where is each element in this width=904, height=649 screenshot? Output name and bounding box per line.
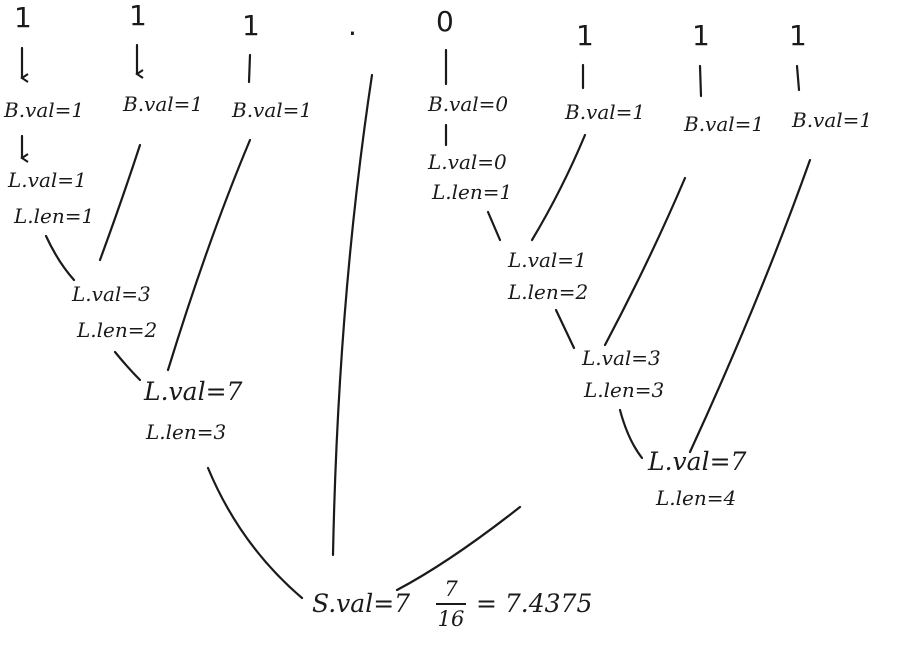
root-result: = 7.4375: [476, 589, 593, 618]
node-b-val-6: B.val=1: [684, 112, 765, 136]
edge-point-s: [331, 73, 374, 557]
edge-l5-l6: [554, 308, 576, 350]
edge-l1-l2: [44, 234, 76, 282]
input-bit-7: 1: [789, 19, 807, 52]
node-l2-val: L.val=3: [72, 282, 151, 306]
node-b-val-7: B.val=1: [792, 108, 873, 132]
node-l7-len: L.len=4: [656, 486, 737, 510]
node-l7-val: L.val=7: [648, 447, 747, 476]
node-l4-val: L.val=0: [428, 150, 507, 174]
node-l3-len: L.len=3: [146, 420, 227, 444]
node-b-val-4: B.val=0: [428, 92, 509, 116]
node-b-val-2: B.val=1: [123, 92, 204, 116]
root-fraction-numerator: 7: [444, 577, 458, 601]
root-fraction-bar: [436, 603, 466, 605]
edge-l6-l7: [618, 408, 644, 460]
node-l5-len: L.len=2: [508, 280, 589, 304]
root-fraction-denominator: 16: [437, 607, 465, 631]
node-l2-len: L.len=2: [77, 318, 158, 342]
root-s-val: S.val=7: [312, 589, 411, 618]
edge-l2-l3: [113, 350, 142, 382]
edge-l4-l5: [486, 210, 502, 242]
node-l6-val: L.val=3: [582, 346, 661, 370]
input-bit-4: 0: [436, 5, 454, 38]
edge-bv2-l2: [98, 143, 142, 262]
node-l1-len: L.len=1: [14, 204, 95, 228]
edge-b7-down: [795, 64, 801, 92]
input-point: .: [348, 9, 357, 42]
node-b-val-1: B.val=1: [4, 98, 85, 122]
node-b-val-5: B.val=1: [565, 100, 646, 124]
edge-l7-s: [395, 505, 522, 592]
edge-bv3-l3: [166, 138, 252, 372]
input-bit-2: 1: [129, 0, 147, 32]
input-bit-6: 1: [692, 19, 710, 52]
node-l3-val: L.val=7: [144, 377, 243, 406]
input-bit-1: 1: [14, 1, 32, 34]
edge-l3-s: [206, 466, 304, 600]
edge-b6-down: [698, 64, 703, 98]
input-bit-3: 1: [242, 9, 260, 42]
edge-bv6-l6: [603, 176, 687, 347]
node-l4-len: L.len=1: [432, 180, 513, 204]
node-b-val-3: B.val=1: [232, 98, 313, 122]
node-l6-len: L.len=3: [584, 378, 665, 402]
edge-b3-down: [247, 53, 252, 84]
edge-bv7-l7: [688, 158, 812, 454]
node-l1-val: L.val=1: [8, 168, 87, 192]
edge-bv5-l5: [530, 133, 587, 242]
input-bit-5: 1: [576, 19, 594, 52]
node-l5-val: L.val=1: [508, 248, 587, 272]
